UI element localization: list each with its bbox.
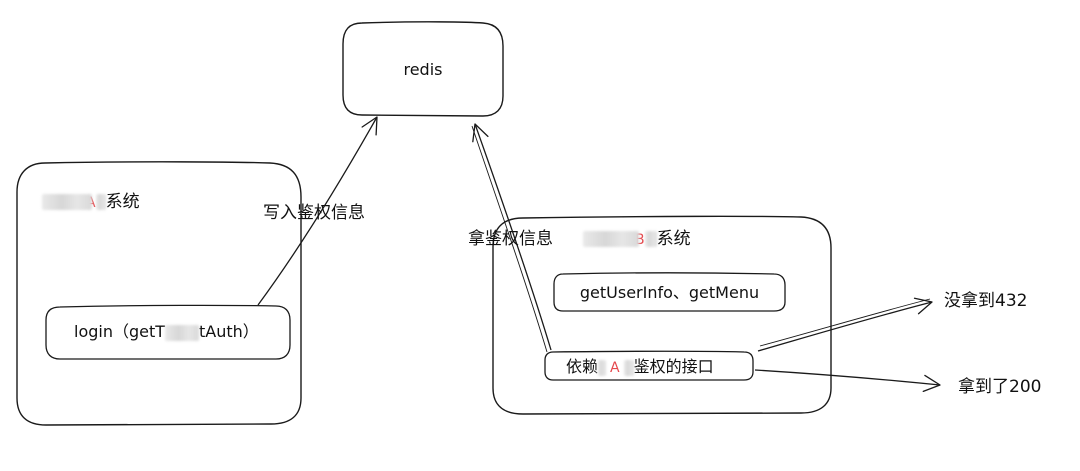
login-label-suffix: tAuth） [199,322,259,341]
system-b-name-redacted-2 [644,231,657,247]
system-a-suffix: 系统 [105,192,140,212]
dependent-label-redacted-2 [623,359,634,376]
login-label-prefix: login（getT [74,322,166,341]
system-b-suffix: 系统 [656,229,691,249]
system-a-title: A系统 [42,192,140,213]
userinfo-label[interactable]: getUserInfo、getMenu [554,283,785,303]
redis-box [342,21,504,117]
fail-label: 没拿到432 [944,291,1027,311]
redis-label-text: redis [403,60,443,79]
dependent-label-letter: A [610,360,620,376]
system-a-name-redacted-2 [95,194,106,210]
read-auth-label-text: 拿鉴权信息 [468,229,553,249]
read-auth-arrow [472,123,552,351]
system-b-box [492,215,832,415]
write-auth-arrow [257,116,378,306]
fail-label-text: 没拿到432 [944,291,1028,311]
read-auth-label: 拿鉴权信息 [468,229,553,249]
success-arrow [754,369,941,393]
userinfo-box[interactable] [553,272,786,312]
system-b-name-redacted [583,231,639,247]
dependent-label-prefix: 依赖 [566,357,599,376]
dependent-label[interactable]: 依赖 A 鉴权的接口 [566,357,714,378]
dependent-label-redacted [598,359,607,376]
login-box[interactable] [45,304,291,360]
success-label-text: 拿到了200 [958,377,1042,397]
system-b-title: B 系统 [583,229,691,250]
dependent-label-suffix: 鉴权的接口 [633,357,714,376]
redis-label: redis [343,60,503,80]
userinfo-label-text: getUserInfo、getMenu [579,283,760,302]
fail-arrow-shadow [759,298,931,347]
write-auth-label: 写入鉴权信息 [263,203,365,223]
read-auth-arrow-shadow [471,125,548,353]
login-label-redacted [165,324,200,341]
fail-arrow [757,297,933,352]
system-a-name-redacted [42,194,92,210]
write-auth-label-text: 写入鉴权信息 [263,203,365,223]
login-label[interactable]: login（getT tAuth） [74,322,259,342]
system-a-box [16,161,302,426]
system-b-letter: B [635,232,645,248]
dependent-box[interactable] [544,350,754,381]
success-label: 拿到了200 [958,377,1041,397]
